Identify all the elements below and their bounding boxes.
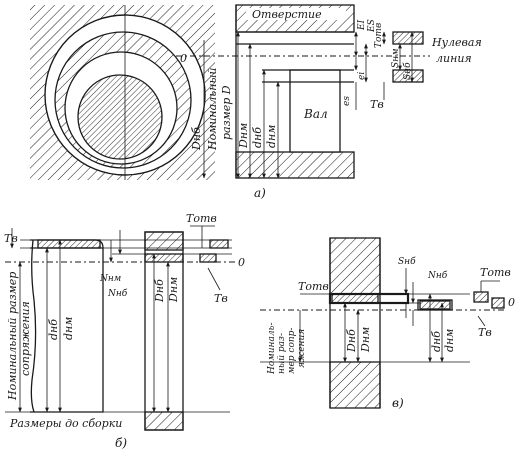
zero-label-v: 0 — [508, 296, 515, 309]
panel-b: Tв Номинальный размер сопряжения dнб dнм… — [4, 212, 245, 450]
hole-tolerance-zone-v — [473, 291, 489, 303]
s-nb-label-v: Sнб — [398, 256, 416, 267]
s-nm-label: Sнм — [391, 48, 401, 68]
t-otv-top-label-v: Tотв — [480, 266, 511, 279]
dnm-label-b: Dнм — [167, 277, 180, 303]
nominal-label-b-2: сопряжения — [19, 301, 32, 376]
caption-b: б) — [115, 436, 127, 450]
t-v-label-a: Tв — [370, 98, 384, 111]
n-nb-label-v: Nнб — [427, 270, 448, 281]
es-label: ES — [367, 19, 377, 33]
hole-tolerance-zone — [392, 31, 424, 45]
dnm-label-a: Dнм — [237, 123, 250, 149]
hole-top-wall-v — [329, 237, 381, 295]
nominal-label-b-1: Номинальный размер — [6, 272, 19, 401]
panel-v: Номиналь- ный раз- мер сопр- яжения Dнб … — [260, 237, 515, 410]
nominal-label-v-1: Номиналь- — [267, 323, 277, 376]
shaft-tolerance-strip-b — [37, 239, 101, 249]
t-otv-left-label-v: Tотв — [298, 280, 329, 293]
hole-top-wall-b — [144, 231, 184, 251]
dnb-small-label-a: dнб — [251, 127, 264, 148]
zero-line-label-1: Нулевая — [431, 36, 482, 49]
nominal-label-v-3: мер сопр- — [287, 328, 297, 374]
dnb-label-a: Dнб — [190, 127, 203, 151]
hole-tolerance-strip-b — [144, 253, 184, 263]
hole-bottom-wall-v — [329, 361, 381, 409]
t-v-right-label-b: Tв — [214, 292, 228, 305]
n-nm-label: Nнм — [99, 274, 121, 284]
n-nb-label: Nнб — [107, 288, 128, 299]
shaft-label: Вал — [303, 107, 328, 121]
dnm-small-label-v: dнм — [443, 329, 456, 352]
zero-label-a: 0 — [180, 52, 187, 65]
before-assembly-label: Размеры до сборки — [9, 417, 122, 430]
nominal-label-v-2: ный раз- — [277, 333, 287, 374]
dnb-small-label-v: dнб — [430, 331, 443, 352]
dnm-small-label-b: dнм — [62, 317, 75, 340]
caption-v: в) — [392, 396, 404, 410]
shaft-tolerance-zone — [392, 69, 424, 83]
ei-label: EI — [357, 19, 367, 31]
hole-bottom-wall — [235, 151, 355, 179]
cross-section-circles — [30, 5, 215, 180]
dnb-label-v: Dнб — [345, 329, 358, 353]
caption-a: а) — [254, 186, 266, 200]
zero-label-b: 0 — [238, 256, 245, 269]
hole-tolerance-zone-b — [199, 253, 217, 263]
shaft-tolerance-zone-b — [209, 239, 229, 249]
t-v-left-label-b: Tв — [4, 232, 18, 245]
shaft-tolerance-zone-v — [491, 297, 505, 309]
dnm-small-label-a: dнм — [265, 125, 278, 148]
fit-interface-strip — [331, 293, 379, 304]
t-otv-label-b: Tотв — [186, 212, 217, 225]
dnm-label-v: Dнм — [359, 327, 372, 353]
dnb-small-label-b: dнб — [47, 319, 60, 340]
s-nb-label: Sнб — [402, 62, 413, 80]
nominal-label-v-4: яжения — [297, 329, 307, 368]
nominal-label-a-1: Номинальный — [206, 67, 219, 151]
ei-small-label: ei — [357, 72, 367, 80]
t-v-label-v: Tв — [478, 326, 492, 339]
zero-line-label-2: линия — [436, 52, 472, 65]
panel-a: Отверстие Вал 0 Dнб Номинальный размер D… — [30, 4, 482, 200]
dnb-label-b: Dнб — [153, 279, 166, 303]
shaft-strip-v — [417, 299, 453, 311]
t-otv-label-a: Tотв — [374, 23, 384, 48]
nominal-label-a-2: размер D — [220, 85, 233, 140]
hole-label: Отверстие — [252, 8, 322, 21]
hole-bottom-wall-b — [144, 411, 184, 431]
es-small-label: es — [342, 96, 352, 106]
